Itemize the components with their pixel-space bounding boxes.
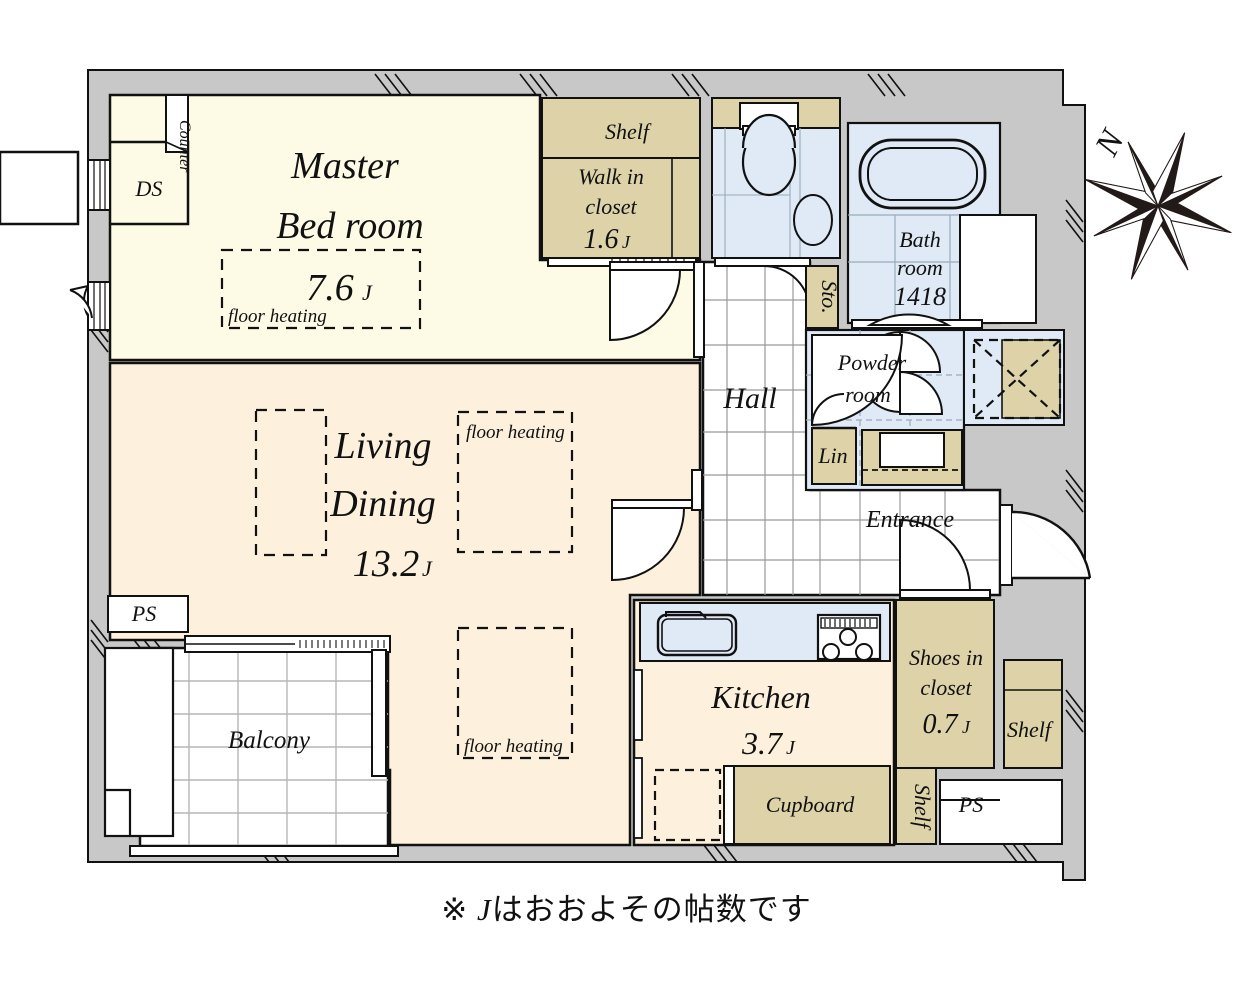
label-walk-in-closet-area: 1.6 bbox=[584, 224, 619, 255]
kitchen-left-slot bbox=[633, 669, 643, 839]
label-living-dining-line2: Dining bbox=[329, 483, 436, 525]
closet-lin bbox=[811, 393, 857, 485]
label-shelf-kitchen: Shelf bbox=[910, 784, 935, 831]
label-sto: Sto. bbox=[817, 280, 842, 314]
label-cupboard: Cupboard bbox=[766, 792, 855, 817]
label-counter: Counter bbox=[176, 120, 193, 173]
label-kitchen: Kitchen bbox=[710, 679, 811, 715]
label-master-bedroom-unit: J bbox=[362, 280, 373, 305]
text-labels: Master Bed room 7.6 J floor heating DS C… bbox=[131, 119, 1054, 831]
caption-asterisk-mark: ※ bbox=[441, 892, 469, 927]
label-living-dining-area: 13.2 bbox=[353, 543, 420, 585]
label-bathroom-line1: Bath bbox=[899, 227, 941, 252]
label-floor-heating-bedroom: floor heating bbox=[228, 306, 327, 327]
entrance-main-door bbox=[999, 504, 1092, 586]
closet-shoes-in bbox=[895, 599, 995, 769]
label-master-bedroom-line1: Master bbox=[290, 145, 399, 187]
label-walk-in-closet-line1: Walk in bbox=[578, 164, 644, 189]
room-toilet bbox=[711, 97, 841, 259]
label-floor-heating-living-top: floor heating bbox=[466, 422, 565, 443]
bedroom-windows bbox=[69, 159, 111, 331]
label-ds: DS bbox=[135, 176, 163, 201]
bathroom-door bbox=[851, 313, 983, 329]
label-master-bedroom-line2: Bed room bbox=[276, 205, 423, 247]
label-lin: Lin bbox=[817, 443, 847, 468]
label-bathroom-line2: room bbox=[897, 255, 943, 280]
label-shelf-entry: Shelf bbox=[1007, 717, 1054, 742]
caption-text: はおおよその帖数です bbox=[491, 892, 812, 927]
label-living-dining-unit: J bbox=[422, 556, 433, 581]
room-bathroom bbox=[846, 121, 1037, 325]
plan-caption: ※ Jはおおよその帖数です bbox=[0, 884, 1253, 929]
shelf-entry-right bbox=[1003, 659, 1063, 769]
label-ps-right: PS bbox=[958, 792, 983, 817]
closet-walk-in bbox=[541, 157, 701, 259]
closet-sto bbox=[805, 265, 839, 329]
compass-north-label: N bbox=[1088, 122, 1133, 162]
hall-tile-pattern bbox=[703, 262, 1000, 595]
label-shelf-top: Shelf bbox=[605, 119, 652, 144]
label-walk-in-closet-line2: closet bbox=[585, 194, 637, 219]
kitchen-cupboard bbox=[723, 765, 891, 845]
room-master-bedroom bbox=[108, 93, 702, 362]
kitchen-counter bbox=[639, 602, 891, 662]
label-bathroom-number: 1418 bbox=[894, 282, 946, 311]
label-shoes-in-closet-line2: closet bbox=[920, 675, 972, 700]
ds-box bbox=[0, 140, 190, 226]
label-balcony: Balcony bbox=[228, 727, 311, 754]
label-master-bedroom-area: 7.6 bbox=[306, 267, 354, 309]
compass-rose bbox=[1084, 132, 1232, 280]
label-shoes-in-closet-unit: J bbox=[962, 717, 971, 737]
floor-heating-zones bbox=[220, 248, 574, 760]
ps-right bbox=[939, 779, 1063, 845]
caption-j-symbol: J bbox=[476, 892, 492, 927]
fh-living-left-rect bbox=[254, 408, 328, 557]
label-shoes-in-closet-line1: Shoes in bbox=[909, 645, 983, 670]
label-powder-room-line2: room bbox=[845, 382, 891, 407]
label-walk-in-closet-unit: J bbox=[622, 232, 631, 252]
label-powder-room-line1: Powder bbox=[837, 350, 907, 375]
label-entrance: Entrance bbox=[865, 507, 954, 533]
ps-left bbox=[107, 595, 189, 633]
master-bedroom-door bbox=[609, 261, 705, 358]
label-ps-left: PS bbox=[131, 601, 156, 626]
counter-box bbox=[165, 94, 189, 153]
label-kitchen-unit: J bbox=[786, 737, 796, 759]
label-floor-heating-living-bottom: floor heating bbox=[464, 736, 563, 757]
label-shoes-in-closet-area: 0.7 bbox=[923, 709, 959, 740]
label-living-dining-line1: Living bbox=[333, 425, 431, 467]
label-hall: Hall bbox=[722, 382, 776, 415]
room-powder bbox=[804, 328, 966, 492]
fh-living-bottom-rect bbox=[456, 626, 574, 760]
living-dining-door bbox=[611, 469, 703, 582]
utility-washer-box bbox=[963, 329, 1065, 426]
fh-bedroom-rect bbox=[220, 248, 422, 330]
balcony bbox=[103, 635, 399, 857]
fh-living-top-rect bbox=[456, 410, 574, 554]
kitchen-fridge-space bbox=[653, 768, 722, 842]
label-kitchen-area: 3.7 bbox=[741, 725, 784, 761]
shelf-kitchen-side bbox=[895, 767, 937, 845]
entrance-inner-door bbox=[899, 518, 991, 599]
